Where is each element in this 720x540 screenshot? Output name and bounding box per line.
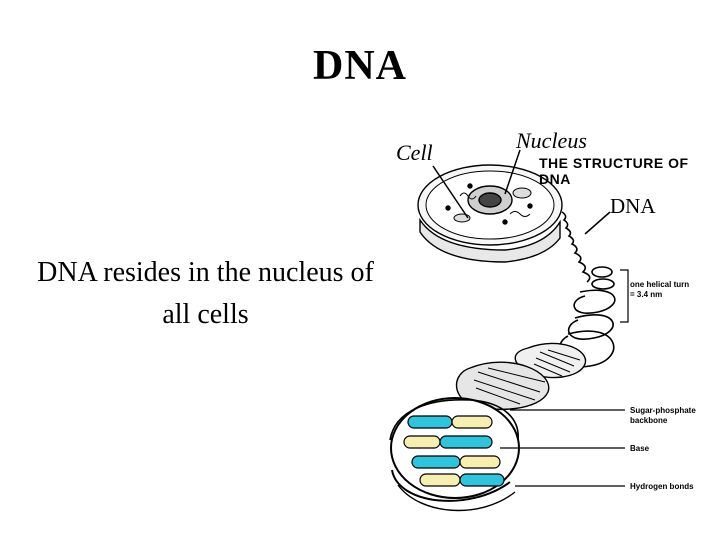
dna-pointer-line	[584, 211, 611, 235]
base-rod	[407, 415, 453, 429]
cell-illustration	[417, 164, 563, 263]
cell-pointer-line	[432, 165, 469, 219]
cell-label: Cell	[396, 140, 433, 165]
helical-turn-label: one helical turn = 3.4 nm	[630, 280, 690, 299]
backbone-label: Sugar-phosphate backbone	[630, 406, 696, 425]
base-rod	[403, 435, 441, 449]
body-line-2: all cells	[162, 299, 249, 330]
body-text: DNA resides in the nucleus of all cells	[8, 252, 403, 336]
structure-title: THE STRUCTURE OF DNA	[539, 155, 689, 187]
base-rod	[459, 455, 501, 469]
nucleus-label: Nucleus	[516, 128, 587, 153]
base-rod	[411, 455, 461, 469]
dna-coil	[558, 211, 616, 368]
body-line-1: DNA resides in the nucleus of	[37, 257, 374, 288]
page-title: DNA	[313, 43, 407, 89]
measurement-lines	[500, 269, 629, 487]
nucleus-pointer-line	[504, 149, 521, 195]
base-rod	[419, 473, 461, 487]
base-rod	[451, 415, 493, 429]
base-rod	[439, 435, 493, 449]
hydrogen-bonds-label: Hydrogen bonds	[630, 482, 694, 491]
base-rod	[459, 473, 505, 487]
double-helix	[389, 342, 587, 512]
dna-label: DNA	[610, 194, 656, 218]
base-label: Base	[630, 444, 650, 453]
